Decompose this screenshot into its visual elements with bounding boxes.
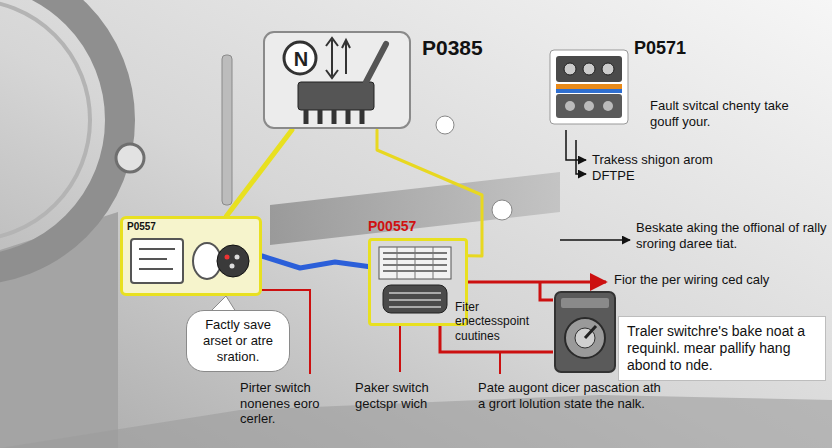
node-heading: Factly save arset or atre sration.: [195, 317, 281, 365]
drawing-part: [326, 38, 338, 78]
leader-line: [399, 326, 401, 372]
drawing-part: [556, 84, 622, 89]
node-heading: P00557: [368, 218, 468, 236]
steering-wheel: [0, 0, 120, 270]
node-heading: P0557: [123, 219, 259, 232]
node-heading: P0571: [634, 38, 686, 59]
drawing-part: [564, 63, 576, 75]
pointer-arrow: [560, 239, 630, 241]
wire-connector: [262, 256, 368, 268]
drawing-part: [127, 235, 257, 291]
drawing-part: [584, 101, 594, 111]
marker-dot: [492, 200, 512, 220]
drawing-part: [561, 298, 609, 308]
drawing-part: [264, 32, 410, 128]
drawing-part: [555, 292, 615, 372]
drawing-part: [342, 40, 350, 74]
drawing-part: [389, 293, 441, 307]
part-label: Fiter enectesspoint cuutines: [455, 300, 551, 343]
drawing-part: [556, 94, 622, 118]
fuse-box: P00557: [368, 218, 468, 326]
red-wire: [462, 281, 606, 284]
drawing-part: [565, 318, 605, 358]
part-label: Pate augont dicer pascation ath a grort …: [478, 380, 670, 411]
note-text: Beskate aking the offional of rally sror…: [636, 220, 828, 251]
fuse-box-body: [368, 238, 468, 326]
pointer-arrow: [576, 140, 586, 174]
leader-line: [499, 352, 501, 374]
drawing-part: [139, 249, 175, 269]
dial-switch: [555, 292, 615, 372]
callout-bubble: Factly save arset or atre sration.: [186, 310, 290, 372]
vent-band: [270, 172, 560, 245]
node-heading: P0385: [422, 36, 483, 60]
note-text: Trakess shigon arom DFTPE: [592, 152, 752, 183]
column-pipe: [222, 55, 232, 205]
drawing-part: [583, 63, 595, 75]
drawing-part: [379, 247, 451, 279]
note-text: Fault svitcal chenty take gouff your.: [650, 98, 820, 129]
marker-dot: [436, 116, 454, 134]
wire-connector: [227, 130, 292, 216]
red-wire: [540, 282, 553, 300]
drawing-part: [235, 255, 240, 260]
drawing-part: [550, 50, 628, 124]
drawing-part: [225, 255, 230, 260]
gear-letter: N: [292, 47, 310, 71]
steering-wheel-inner: [0, 0, 90, 240]
drawing-part: [556, 56, 622, 82]
drawing-part: [383, 285, 447, 313]
drawing-part: [373, 243, 457, 321]
drawing-part: [262, 30, 412, 130]
relay-box: P0557: [120, 216, 262, 296]
part-label: Paker switch gectspr wich: [355, 380, 467, 411]
drawing-part: [284, 42, 316, 74]
drawing-part: [556, 89, 622, 93]
note-text: Fior the per wiring ced caly: [614, 272, 784, 288]
gear-sensor-box: P0385: [262, 30, 492, 130]
drawing-part: [603, 101, 613, 111]
drawing-part: [131, 239, 183, 283]
drawing-part: [306, 110, 362, 124]
drawing-part: [366, 44, 386, 82]
drawing-part: [548, 48, 630, 126]
drawing-part: [230, 264, 235, 269]
note-panel: Traler switchre's bake noat a requinkl. …: [618, 316, 826, 381]
drawing-part: [397, 247, 433, 279]
part-label: Pirter switch nonenes eoro cerler.: [240, 380, 358, 427]
drawing-part: [298, 82, 374, 110]
drawing-part: [585, 326, 596, 338]
drawing-part: [602, 63, 614, 75]
ignition-knob: [116, 144, 144, 172]
drawing-part: [217, 245, 249, 277]
drawing-part: [565, 101, 575, 111]
node-heading: Traler switchre's bake noat a requinkl. …: [627, 323, 817, 374]
